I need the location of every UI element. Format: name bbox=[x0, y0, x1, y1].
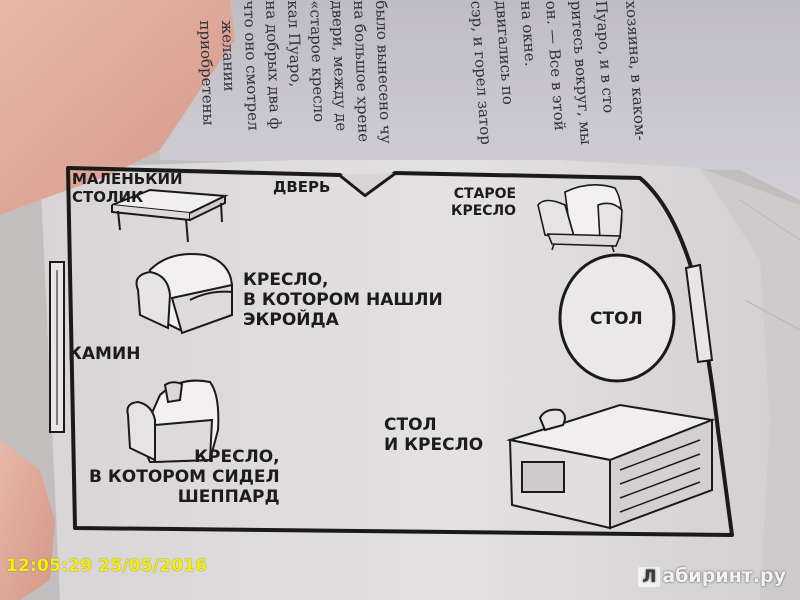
armchair-ackroyd-drawing bbox=[135, 253, 234, 335]
label-small-table: Маленький столик bbox=[72, 170, 183, 206]
label-desk-chair: Стол и кресло bbox=[384, 415, 483, 455]
label-old-armchair: Старое кресло bbox=[451, 186, 516, 219]
label-armchair-sheppard: Кресло, в котором сидел Шеппард bbox=[89, 447, 280, 507]
label-line: Старое bbox=[453, 186, 517, 202]
desk-drawing bbox=[506, 403, 716, 530]
label-fireplace: Камин bbox=[68, 344, 141, 364]
label-line: Экройда bbox=[243, 310, 339, 331]
armchair-sheppard-drawing bbox=[126, 379, 220, 464]
label-line: кресло bbox=[451, 202, 517, 219]
label-door: Дверь bbox=[273, 178, 331, 196]
label-line: Шеппард bbox=[177, 487, 280, 508]
label-line: столик bbox=[72, 187, 144, 206]
old-armchair-drawing bbox=[537, 184, 623, 253]
label-line: Кресло, bbox=[194, 447, 280, 467]
watermark-badge: Л bbox=[638, 567, 661, 587]
label-line: Кресло, bbox=[243, 270, 329, 290]
window-shape bbox=[684, 263, 714, 364]
camera-timestamp: 12:05:29 25/05/2016 bbox=[6, 556, 208, 576]
label-round-table: Стол bbox=[590, 309, 643, 329]
label-line: в котором сидел bbox=[89, 467, 280, 488]
label-armchair-ackroyd: Кресло, в котором нашли Экройда bbox=[243, 270, 443, 330]
door-opening bbox=[339, 172, 396, 197]
small-table-drawing bbox=[111, 188, 229, 243]
label-line: Маленький bbox=[72, 170, 183, 188]
label-line: Стол bbox=[384, 415, 437, 435]
label-line: в котором нашли bbox=[243, 290, 443, 311]
watermark-text: абиринт.ру bbox=[662, 565, 786, 587]
round-table-drawing bbox=[558, 253, 676, 383]
label-line: и кресло bbox=[384, 435, 484, 456]
